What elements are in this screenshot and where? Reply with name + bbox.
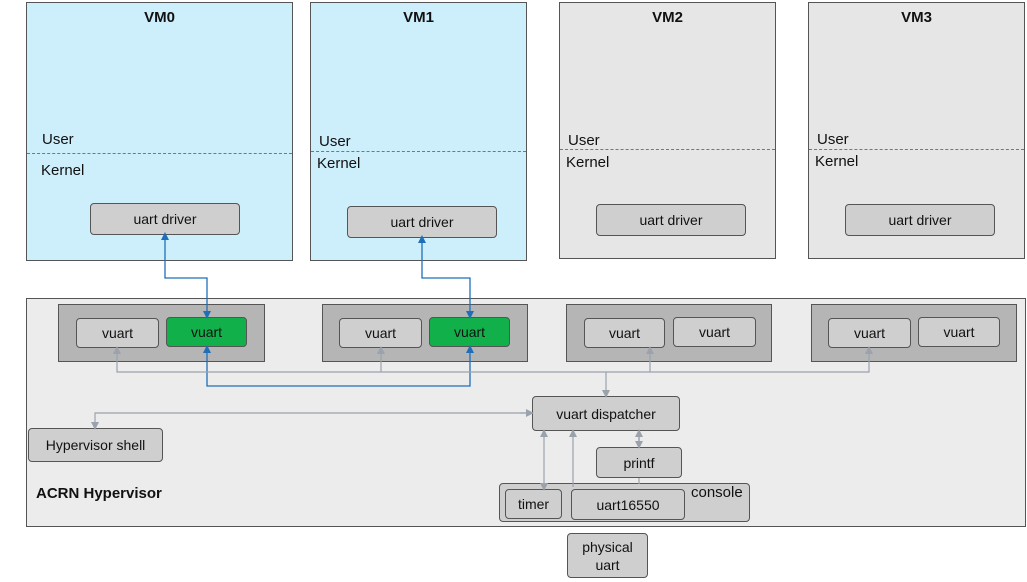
timer-box: timer [505, 489, 562, 519]
vuart-vm1-a: vuart [339, 318, 422, 348]
link-vm0-vm1-vuart [203, 345, 474, 387]
link-vm1-driver-vuart [418, 235, 474, 319]
vm3-box: VM3 User Kernel uart driver [808, 2, 1025, 259]
vm1-user-kernel-divider [311, 151, 526, 152]
vm0-box: VM0 User Kernel uart driver [26, 2, 293, 261]
vuart-vm0-a: vuart [76, 318, 159, 348]
link-dispatcher-shell [91, 412, 532, 430]
vuart-vm2-a: vuart [584, 318, 665, 348]
vm2-user-label: User [568, 132, 600, 149]
hypervisor-shell: Hypervisor shell [28, 428, 163, 462]
vm2-user-kernel-divider [560, 149, 775, 150]
vm1-kernel-label: Kernel [317, 155, 361, 172]
vm0-kernel-label: Kernel [41, 162, 85, 179]
hypervisor-label: ACRN Hypervisor [36, 485, 162, 502]
uart16550-box: uart16550 [571, 489, 685, 520]
vm1-uart-driver: uart driver [347, 206, 497, 238]
vuart-vm3-a: vuart [828, 318, 911, 348]
vm3-user-label: User [817, 131, 849, 148]
physical-uart: physical uart [567, 533, 648, 578]
vm3-title: VM3 [901, 9, 932, 26]
vm3-uart-driver: uart driver [845, 204, 995, 236]
bus-vuarts [113, 346, 873, 373]
vm1-user-label: User [319, 133, 351, 150]
link-vm0-driver-vuart [161, 232, 211, 319]
vm1-title: VM1 [403, 9, 434, 26]
console-label: console [691, 484, 743, 501]
vm2-uart-driver: uart driver [596, 204, 746, 236]
vuart-vm0-active: vuart [166, 317, 247, 347]
vm2-kernel-label: Kernel [566, 154, 610, 171]
vm1-box: VM1 User Kernel uart driver [310, 2, 527, 261]
vm3-user-kernel-divider [809, 149, 1024, 150]
vuart-vm3-b: vuart [918, 317, 1000, 347]
vm2-box: VM2 User Kernel uart driver [559, 2, 776, 259]
vuart-vm1-active: vuart [429, 317, 510, 347]
vm0-user-label: User [42, 131, 74, 148]
vm0-user-kernel-divider [27, 153, 292, 154]
vm0-title: VM0 [144, 9, 175, 26]
vm3-kernel-label: Kernel [815, 153, 859, 170]
vuart-dispatcher: vuart dispatcher [532, 396, 680, 431]
vm2-title: VM2 [652, 9, 683, 26]
printf-box: printf [596, 447, 682, 478]
vuart-vm2-b: vuart [673, 317, 756, 347]
